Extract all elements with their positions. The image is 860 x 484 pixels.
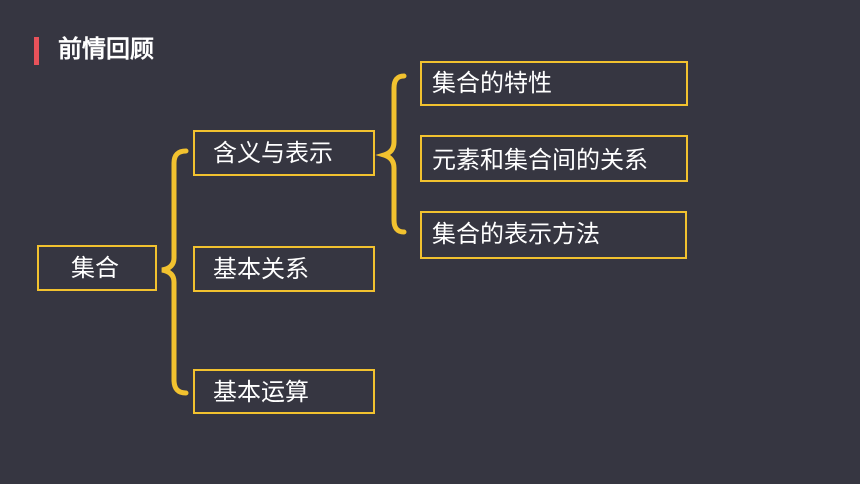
node-meaning-label: 含义与表示 (213, 139, 333, 167)
page-title: 前情回顾 (58, 35, 154, 63)
node-sets: 集合 (37, 245, 157, 291)
node-relations-label: 基本关系 (213, 255, 309, 283)
brace-meaning-to-level2 (375, 73, 407, 235)
node-set-representation-methods: 集合的表示方法 (420, 211, 687, 259)
node-meaning-and-representation: 含义与表示 (193, 130, 375, 176)
node-sets-label: 集合 (71, 254, 119, 282)
node-representation-label: 集合的表示方法 (432, 220, 600, 248)
node-basic-operations: 基本运算 (193, 369, 375, 414)
node-set-properties: 集合的特性 (420, 61, 688, 106)
node-operations-label: 基本运算 (213, 378, 309, 406)
node-element-relation-label: 元素和集合间的关系 (432, 146, 648, 174)
node-element-set-relation: 元素和集合间的关系 (420, 135, 688, 182)
brace-root-to-level1 (161, 148, 189, 396)
title-accent-bar (34, 37, 39, 65)
node-properties-label: 集合的特性 (432, 69, 552, 97)
node-basic-relations: 基本关系 (193, 246, 375, 292)
